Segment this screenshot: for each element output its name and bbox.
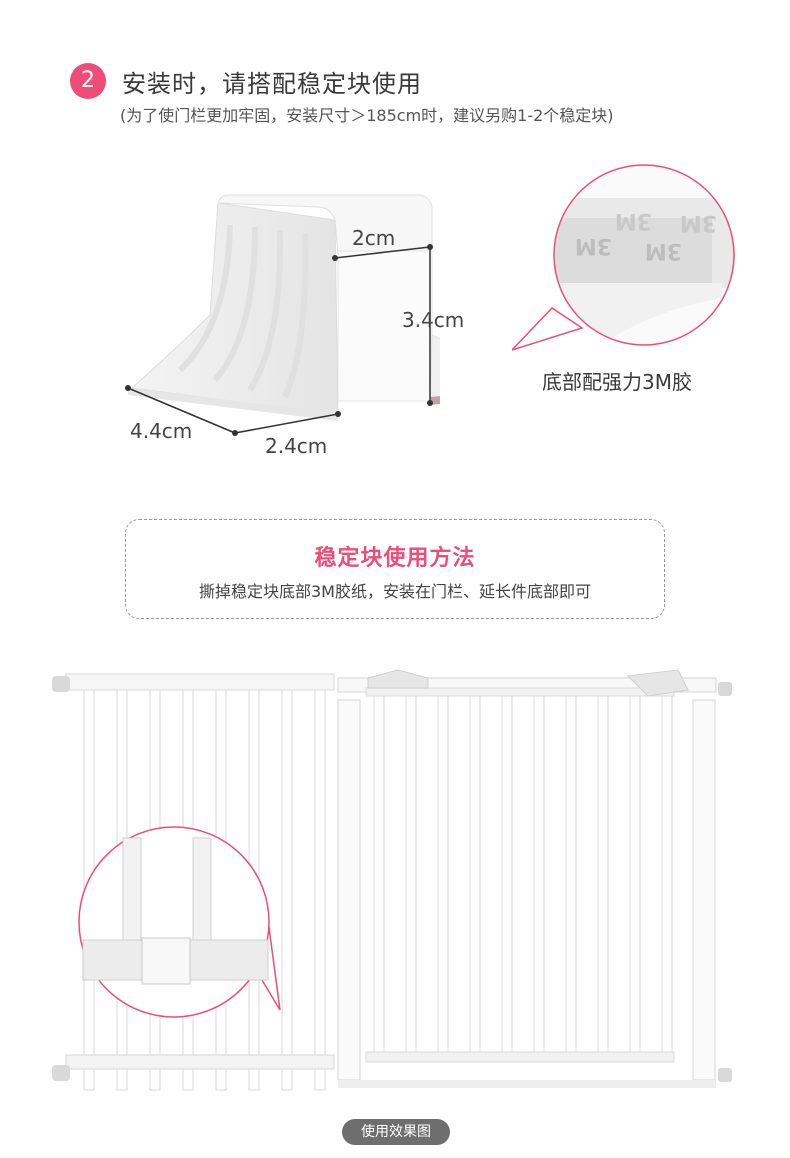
stabilizer-block-illustration (125, 194, 440, 436)
base-depth-label: 4.4cm (130, 419, 193, 443)
usage-method-box: 稳定块使用方法 撕掉稳定块底部3M胶纸，安装在门栏、延长件底部即可 (125, 519, 665, 619)
method-description: 撕掉稳定块底部3M胶纸，安装在门栏、延长件底部即可 (199, 582, 591, 601)
tape-print-3: 3M (615, 208, 652, 233)
baby-gate-photo (52, 669, 732, 1091)
tape-print-2: 3M (645, 238, 682, 263)
step-number-badge: 2 (70, 63, 106, 99)
tape-print-1: 3M (575, 233, 612, 258)
step-title: 安装时，请搭配稳定块使用 (122, 70, 422, 98)
top-width-label: 2cm (352, 226, 396, 250)
base-width-label: 2.4cm (265, 434, 328, 458)
height-label: 3.4cm (402, 308, 465, 332)
tape-zoom-bubble: 3M 3M 3M 3M (512, 164, 735, 351)
method-title: 稳定块使用方法 (314, 546, 476, 571)
tape-print-4: 3M (680, 210, 717, 235)
tape-label: 底部配强力3M胶 (542, 370, 692, 394)
step-subtitle: (为了使门栏更加牢固，安装尺寸＞185cm时，建议另购1-2个稳定块) (120, 106, 614, 125)
caption-pill: 使用效果图 (342, 1119, 450, 1145)
